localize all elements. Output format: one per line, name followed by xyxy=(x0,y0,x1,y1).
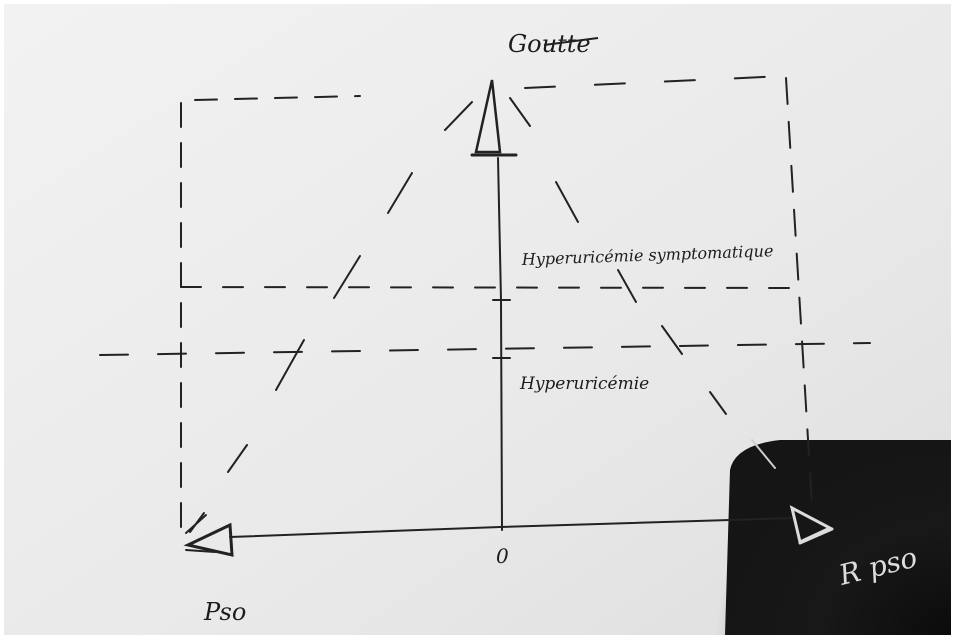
left-arrow-head xyxy=(183,522,234,557)
cone-left-dash-1 xyxy=(444,101,473,131)
top-arrow-head xyxy=(474,79,502,154)
cone-left-dash-4 xyxy=(275,339,305,391)
sketch-lines xyxy=(99,75,871,557)
cone-left-dash-6 xyxy=(189,512,205,533)
cone-right-dash-3 xyxy=(617,269,637,303)
cone-right-dash-4 xyxy=(661,325,683,355)
dashed-rect-right xyxy=(785,77,813,506)
cone-left-dash-2 xyxy=(387,172,413,214)
cone-right-dash-1 xyxy=(509,97,531,127)
cone-right-dash-5 xyxy=(709,391,727,415)
dashed-rect-top-left xyxy=(194,95,361,101)
label-pso: Pso xyxy=(203,598,246,626)
cone-left-dash-3 xyxy=(333,255,361,299)
label-hyperuricemie: Hyperuricémie xyxy=(519,374,649,394)
label-goutte-underline xyxy=(543,37,599,46)
horizontal-axis xyxy=(229,517,796,538)
corner-shadow-soft xyxy=(690,420,951,635)
left-arrow-stroke-b xyxy=(185,549,216,553)
cone-right-dash-6 xyxy=(751,439,776,469)
dashed-level-upper xyxy=(180,286,791,289)
label-origin: 0 xyxy=(496,544,509,568)
cone-right-dash-2 xyxy=(555,181,579,223)
right-arrow-base xyxy=(798,527,834,545)
dashed-rect-top-right xyxy=(524,75,786,89)
dashed-level-lower xyxy=(99,342,871,356)
cone-left-dash-5 xyxy=(227,444,248,473)
